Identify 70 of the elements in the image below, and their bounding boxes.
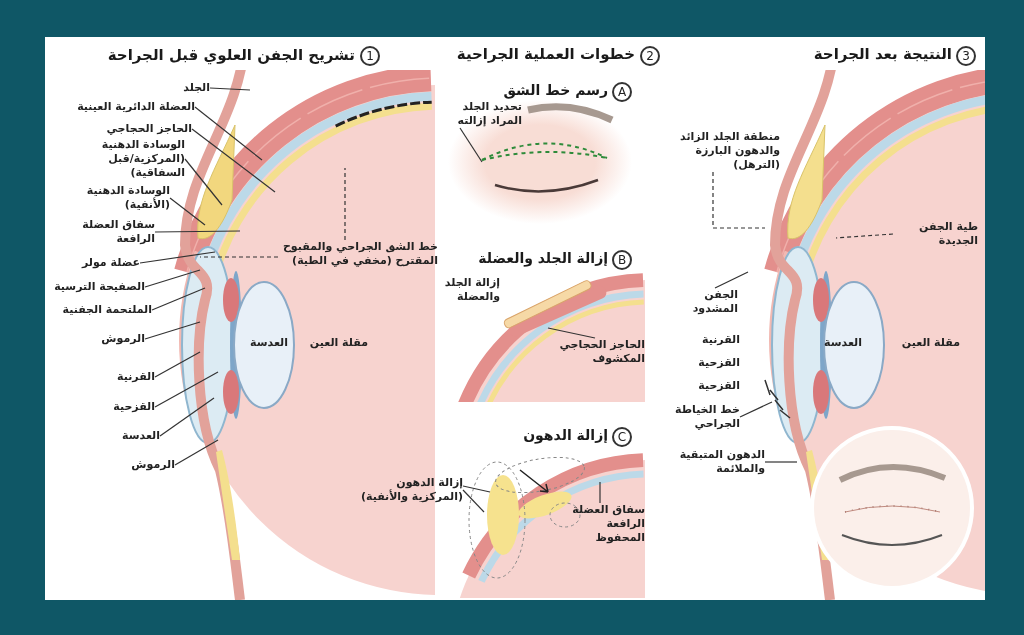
leader-line (184, 158, 223, 206)
anatomy-label: العدسة (249, 336, 288, 350)
leader-line (154, 371, 219, 408)
anatomy-label: الملتحمة الجفنية (30, 303, 152, 317)
anatomy-label: سفاق العضلة الرافعة (45, 218, 155, 246)
section-heading: تشريح الجفن العلوي قبل الجراحة (106, 45, 355, 65)
leader-line (154, 351, 201, 378)
leader-line (139, 251, 216, 264)
step-heading: إزالة الجلد والعضلة (477, 249, 608, 268)
leader-line (739, 401, 773, 418)
leader-line (714, 271, 749, 289)
anatomy-label: العدسة (823, 336, 862, 350)
anatomy-label: خط الشق الجراحي والمقبوح المقترح (مخفي في الطية) (278, 240, 438, 268)
leader-line (191, 128, 276, 193)
leader-line (599, 481, 601, 504)
section-heading: خطوات العملية الجراحية (455, 44, 635, 64)
anatomy-label: الوسادة الدهنية (الأنفية) (45, 184, 170, 212)
section-heading: النتيجة بعد الجراحة (812, 44, 952, 64)
leader-line (344, 167, 346, 241)
anatomy-label: الصفيحة الترسية (30, 280, 145, 294)
anatomy-label: إزالة الدهون (المركزية والأنفية) (345, 476, 463, 504)
anatomy-label: القزحية (697, 379, 740, 393)
anatomy-label: مقلة العين (900, 336, 960, 350)
leader-line (712, 171, 766, 229)
step-number: 2 (640, 46, 660, 66)
step-number: 3 (956, 46, 976, 66)
leader-line (144, 321, 201, 340)
anatomy-label: القزحية (85, 400, 155, 414)
leader-line (199, 256, 279, 258)
anatomy-label: الرموش (105, 458, 175, 472)
leader-line (462, 489, 485, 513)
leader-line (835, 233, 894, 239)
anatomy-label: الحاجز الحجاجي (70, 122, 192, 136)
anatomy-label: مقلة العين (308, 336, 368, 350)
step-number: C (612, 427, 632, 447)
anatomy-label: إزالة الجلد والعضلة (443, 276, 500, 304)
leader-line (174, 439, 219, 466)
anatomy-label: الجلد (140, 81, 210, 95)
leader-line (764, 461, 798, 463)
leader-line (194, 106, 263, 161)
anatomy-label: الحاجز الحجاجي المكشوف (555, 338, 645, 366)
leader-line (547, 327, 596, 339)
step-number: B (612, 250, 632, 270)
anatomy-label: الدهون المتبقية والملائمة (645, 448, 765, 476)
anatomy-label: تحديد الجلد المراد إزالته (440, 100, 522, 128)
leader-line (144, 269, 201, 288)
leader-line (209, 87, 251, 91)
anatomy-label: الرموش (80, 332, 145, 346)
anatomy-label: خط الخياطة الجراحي (670, 403, 740, 431)
leader-line (159, 397, 215, 437)
anatomy-label: العدسة (90, 429, 160, 443)
anatomy-label: عضلة مولر (55, 256, 140, 270)
leader-line (169, 197, 206, 226)
step-number: 1 (360, 46, 380, 66)
step-heading: رسم خط الشق (502, 81, 608, 100)
anatomy-label: القرنية (85, 370, 155, 384)
step-number: A (612, 82, 632, 102)
leader-line (154, 230, 241, 233)
anatomy-label: الجفن المشدود (672, 288, 738, 316)
anatomy-label: العضلة الدائرية العينية (40, 100, 195, 114)
anatomy-label: طية الجفن الجديدة (893, 220, 978, 248)
anatomy-label: الوسادة الدهنية (المركزية/قبل السفاقية) (50, 138, 185, 180)
anatomy-label: منطقة الجلد الزائد والدهون البارزة (الترهل) (645, 130, 780, 172)
anatomy-label: القرنية (701, 333, 740, 347)
leader-line (462, 485, 491, 493)
leader-line (459, 127, 483, 163)
anatomy-label: سفاق العضلة الرافعة المحفوظ (555, 503, 645, 545)
step-heading: إزالة الدهون (522, 426, 608, 445)
leader-line (151, 287, 206, 311)
anatomy-label: القزحية (697, 356, 740, 370)
